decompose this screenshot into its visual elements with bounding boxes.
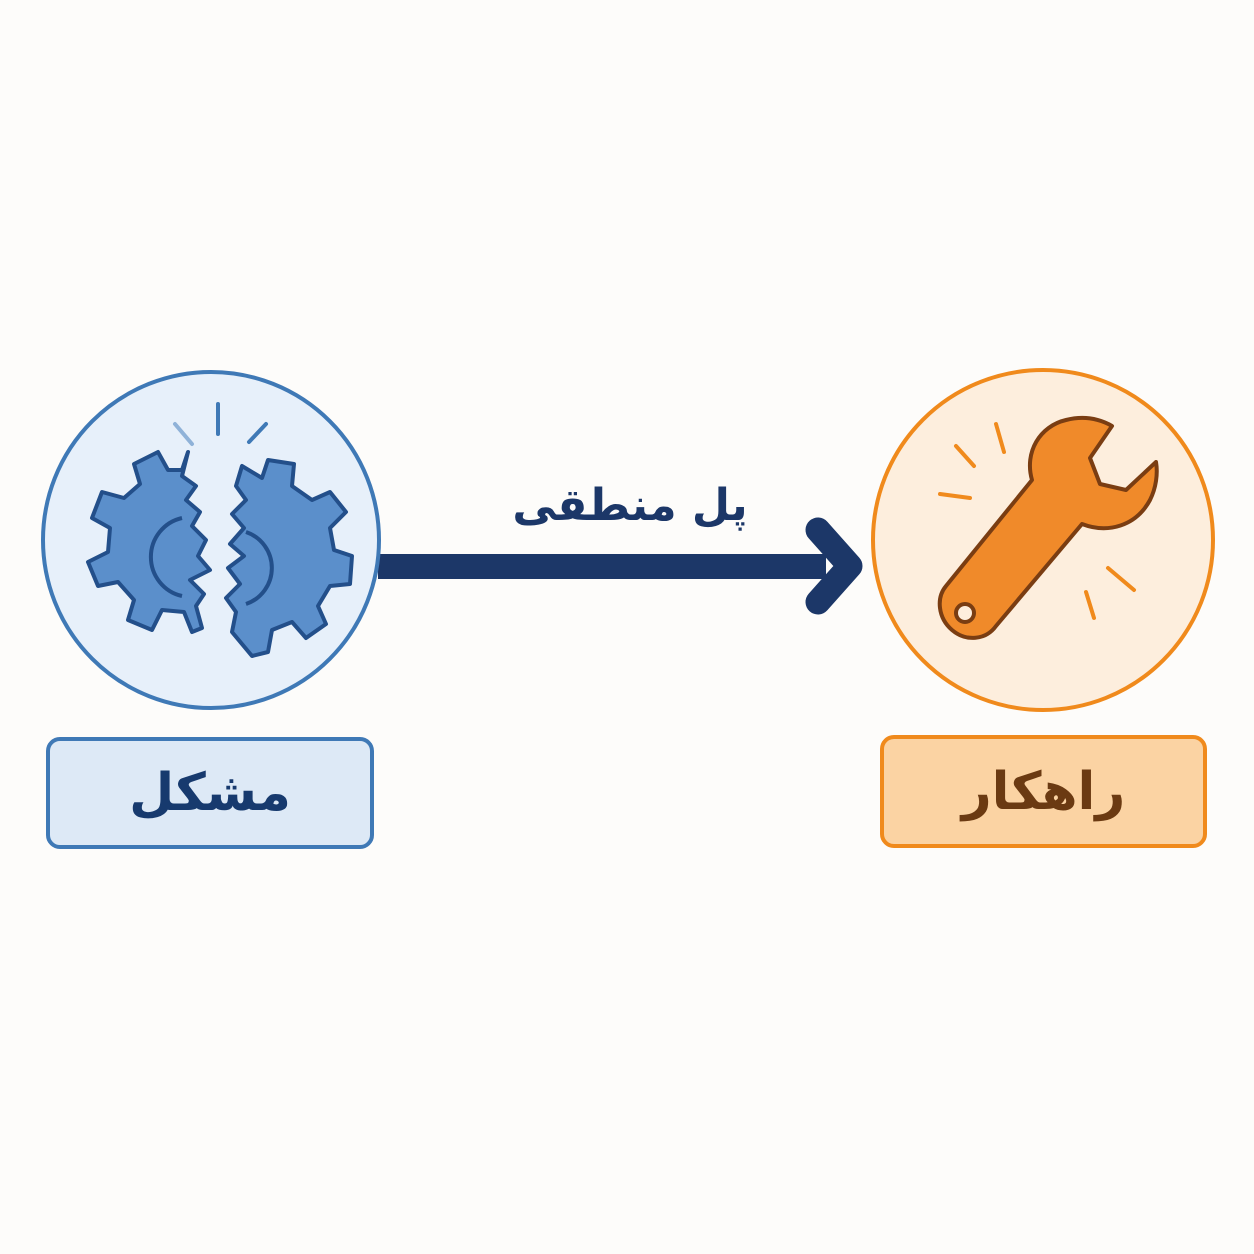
right-gear-half: [224, 458, 354, 658]
problem-label: مشکل: [46, 737, 374, 849]
crack-spark-lines: [173, 402, 268, 446]
solution-node: [871, 368, 1215, 712]
right-gear-hub: [245, 530, 274, 606]
wrench-icon: [937, 416, 1159, 640]
bridge-arrow: [378, 517, 863, 615]
wrench-body: [937, 416, 1159, 640]
solution-label: راهکار: [880, 735, 1207, 848]
arrow-shaft: [378, 554, 826, 579]
problem-node: [41, 370, 381, 710]
left-gear-hub: [148, 516, 183, 598]
left-gear-half: [86, 450, 212, 634]
bridge-label: پل منطقی: [512, 479, 748, 531]
arrow-head: [805, 517, 863, 615]
wrench-hole: [954, 602, 976, 624]
broken-gears-icon: [86, 450, 354, 658]
shine-lines: [938, 422, 1136, 620]
